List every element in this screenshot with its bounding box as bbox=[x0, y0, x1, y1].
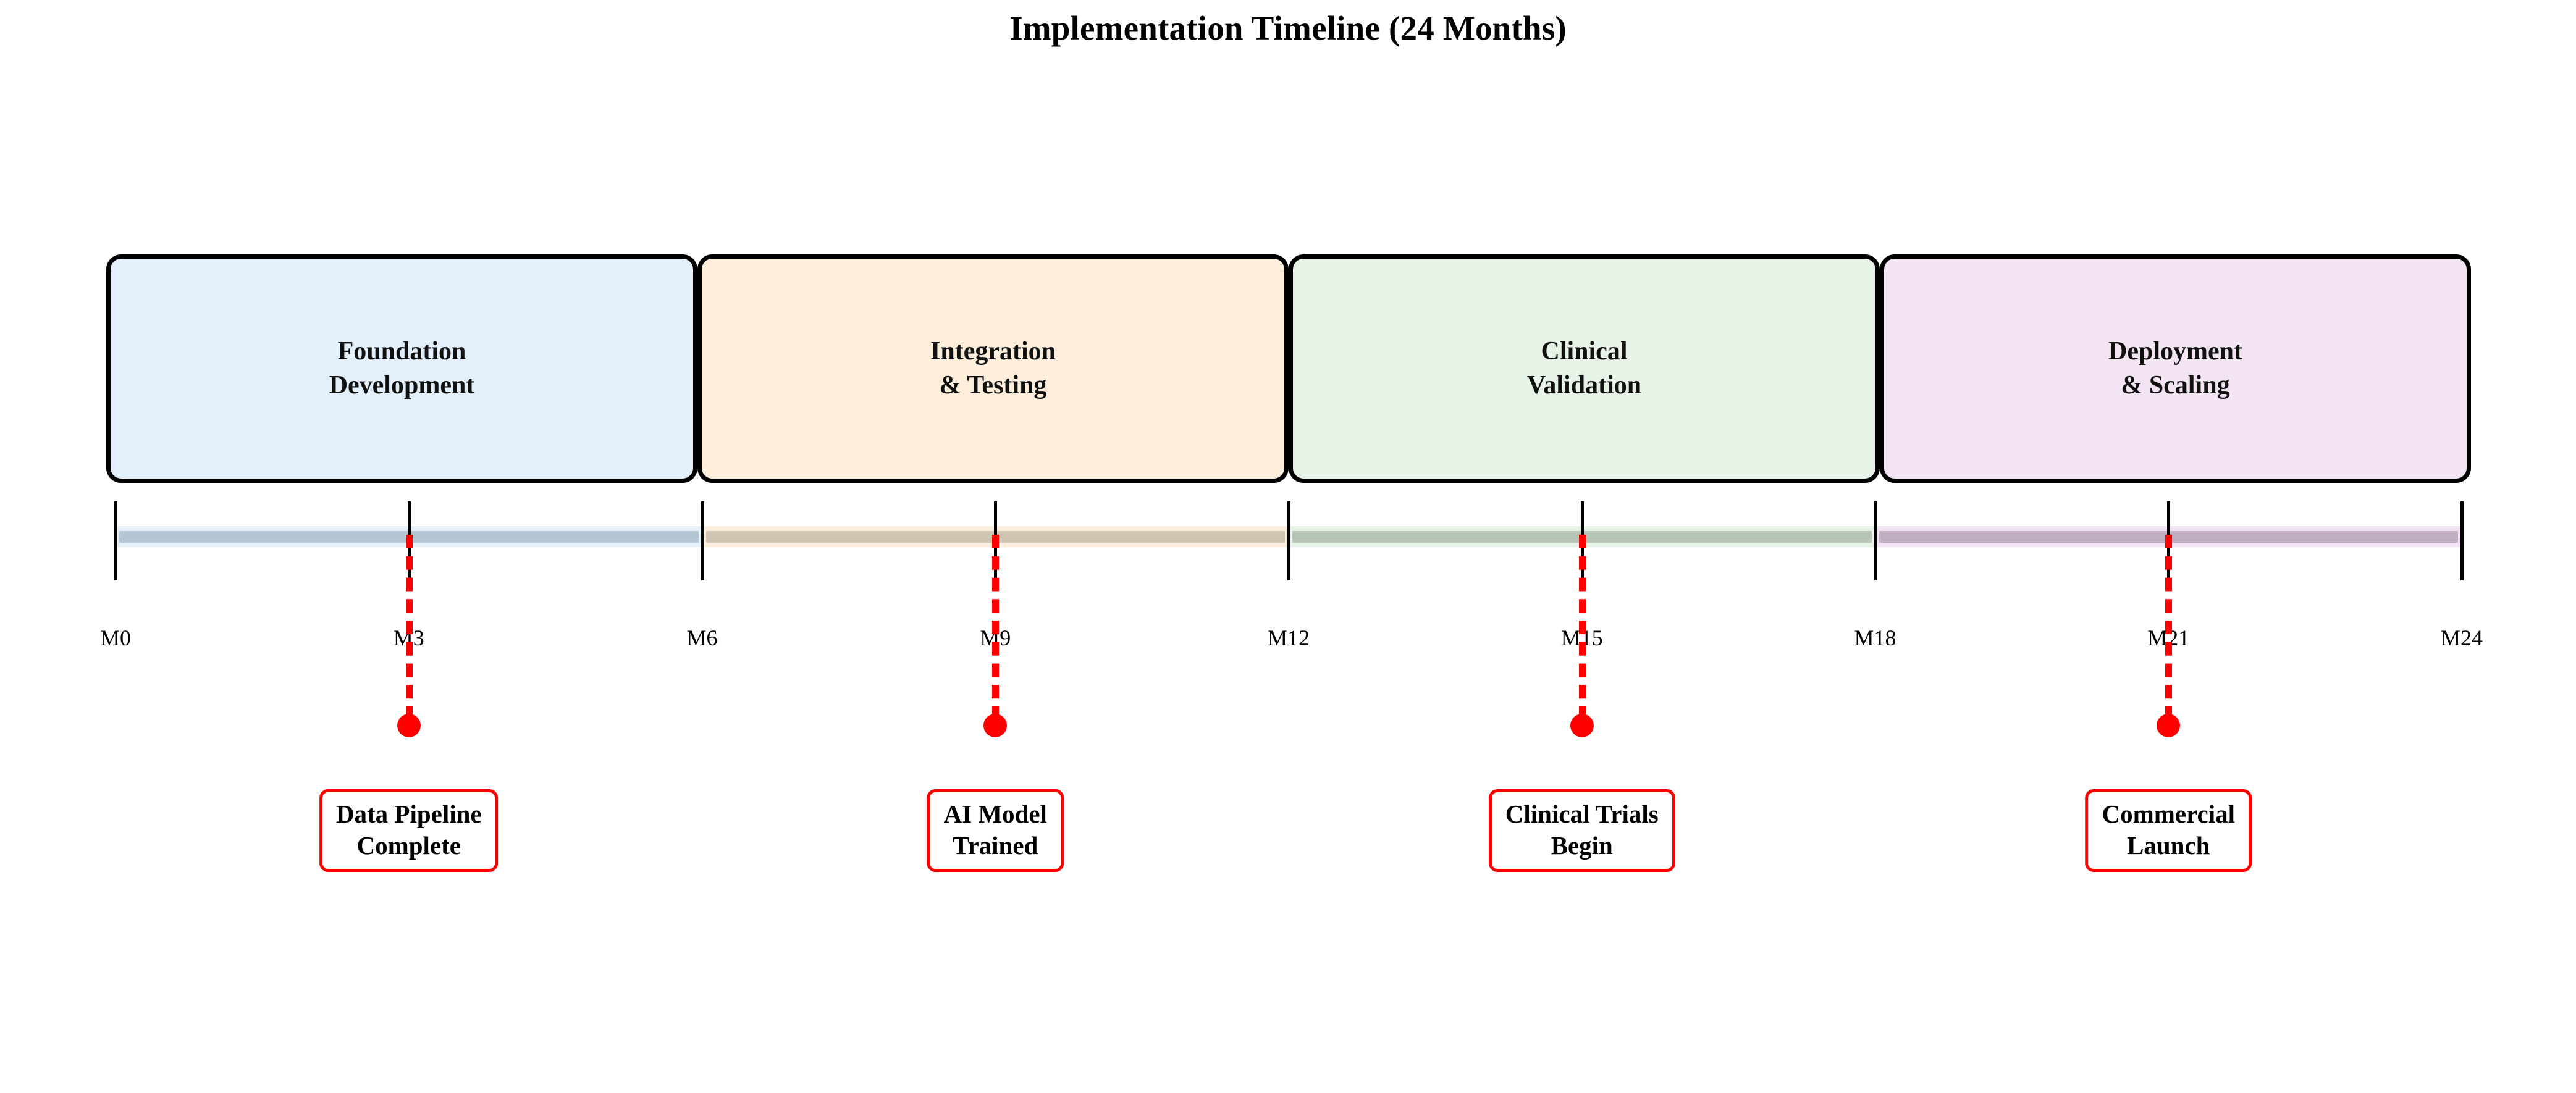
milestone-label-box-1[interactable]: Data Pipeline Complete bbox=[319, 789, 499, 872]
milestone-dot-1[interactable] bbox=[397, 714, 421, 737]
phase-box-3[interactable]: Clinical Validation bbox=[1289, 254, 1880, 483]
milestone-label-box-2[interactable]: AI Model Trained bbox=[927, 789, 1064, 872]
milestone-label-box-3[interactable]: Clinical Trials Begin bbox=[1488, 789, 1675, 872]
milestone-connector-line bbox=[405, 535, 413, 720]
milestone-dot-3[interactable] bbox=[1570, 714, 1594, 737]
month-label-M0: M0 bbox=[99, 626, 131, 650]
month-label-M12: M12 bbox=[1267, 626, 1310, 650]
page-title: Implementation Timeline (24 Months) bbox=[1009, 9, 1567, 47]
milestone-label: AI Model Trained bbox=[943, 800, 1047, 860]
phase-label: Deployment & Scaling bbox=[2108, 337, 2242, 400]
phase-box-4[interactable]: Deployment & Scaling bbox=[1880, 254, 2471, 483]
axis-tick-M24 bbox=[2460, 501, 2464, 580]
phase-box-1[interactable]: Foundation Development bbox=[106, 254, 697, 483]
milestone-label: Clinical Trials Begin bbox=[1505, 800, 1659, 860]
phase-box-2[interactable]: Integration & Testing bbox=[697, 254, 1289, 483]
axis-tick-M6 bbox=[701, 501, 704, 580]
milestone-label: Data Pipeline Complete bbox=[335, 800, 482, 860]
milestone-connector-line bbox=[992, 535, 1000, 720]
axis-tick-M0 bbox=[114, 501, 117, 580]
milestone-dot-4[interactable] bbox=[2157, 714, 2181, 737]
phase-label: Foundation Development bbox=[329, 337, 475, 400]
milestone-label: Commercial Launch bbox=[2102, 800, 2236, 860]
phase-label: Integration & Testing bbox=[930, 337, 1056, 400]
month-label-M6: M6 bbox=[686, 626, 718, 650]
month-label-M24: M24 bbox=[2440, 626, 2483, 650]
phase-label: Clinical Validation bbox=[1526, 337, 1642, 400]
axis-tick-M12 bbox=[1287, 501, 1290, 580]
milestone-connector-line bbox=[1578, 535, 1586, 720]
axis-tick-M18 bbox=[1874, 501, 1877, 580]
phase-bar-row: Foundation Development Integration & Test… bbox=[106, 254, 2471, 483]
milestone-dot-2[interactable] bbox=[983, 714, 1008, 737]
month-label-M18: M18 bbox=[1854, 626, 1896, 650]
milestone-label-box-4[interactable]: Commercial Launch bbox=[2085, 789, 2252, 872]
milestone-connector-line bbox=[2165, 535, 2173, 720]
